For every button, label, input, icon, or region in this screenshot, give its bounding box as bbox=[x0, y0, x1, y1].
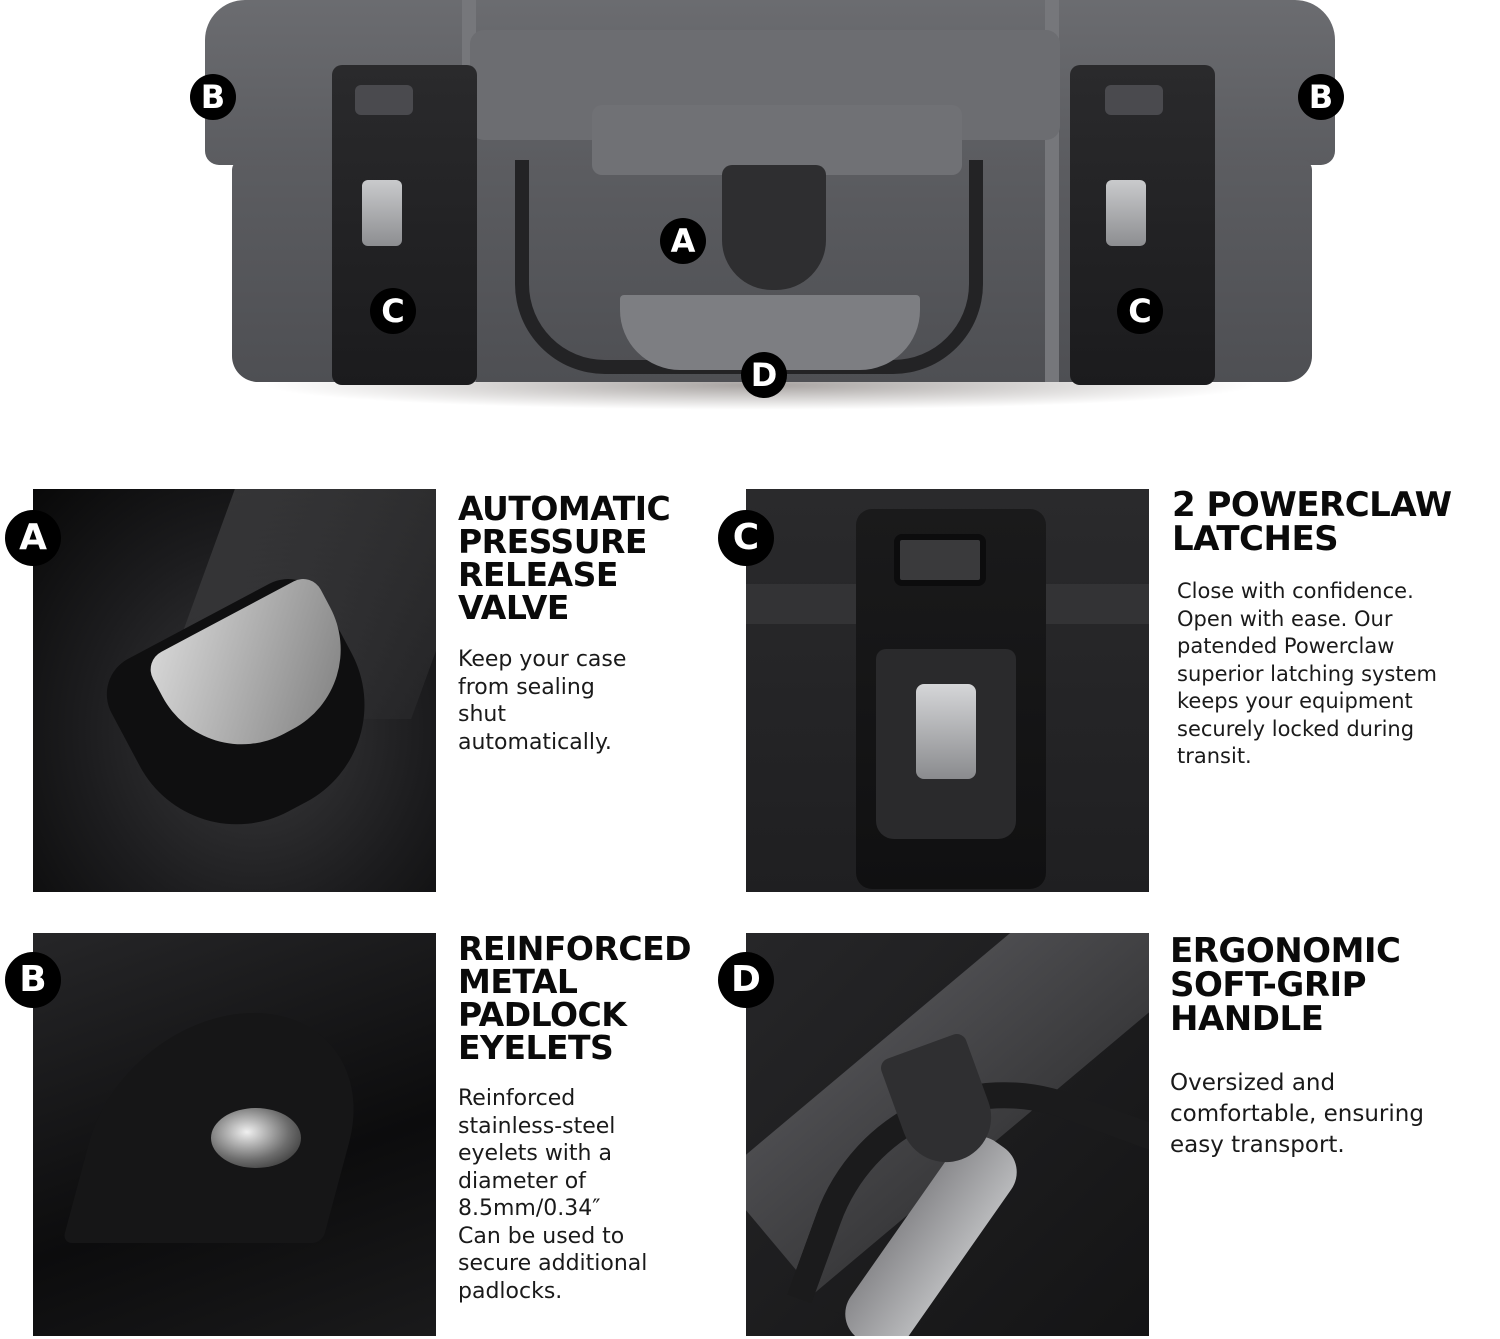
case-hero-image: B B A C C D bbox=[0, 0, 1500, 440]
feature-title-a: AUTOMATIC PRESSURE RELEASE VALVE bbox=[458, 489, 671, 627]
latch-button-left bbox=[362, 180, 402, 246]
feature-photo-d bbox=[746, 933, 1149, 1336]
feature-description-a: Keep your case from sealing shut automat… bbox=[458, 647, 627, 755]
latch-button-right bbox=[1106, 180, 1146, 246]
feature-badge-b: B bbox=[5, 952, 61, 1008]
feature-badge-d: D bbox=[718, 952, 774, 1008]
feature-photo-c bbox=[746, 489, 1149, 892]
feature-description-d: Oversized and comfortable, ensuring easy… bbox=[1170, 1070, 1424, 1158]
feature-description-c: Close with confidence. Open with ease. O… bbox=[1177, 579, 1437, 768]
latch-release-button bbox=[916, 684, 976, 779]
callout-badge-d: D bbox=[741, 352, 787, 398]
callout-badge-b-right: B bbox=[1298, 74, 1344, 120]
feature-photo-b bbox=[33, 933, 436, 1336]
feature-title-c: 2 POWERCLAW LATCHES bbox=[1172, 485, 1452, 559]
latch-grip-left bbox=[355, 85, 413, 115]
feature-badge-c: C bbox=[718, 510, 774, 566]
feature-title-d: ERGONOMIC SOFT-GRIP HANDLE bbox=[1170, 931, 1401, 1039]
callout-badge-a: A bbox=[660, 218, 706, 264]
feature-photo-a bbox=[33, 489, 436, 892]
pressure-valve bbox=[722, 165, 826, 290]
feature-description-b: Reinforced stainless-steel eyelets with … bbox=[458, 1086, 648, 1304]
callout-badge-c-right: C bbox=[1117, 288, 1163, 334]
latch-handle-slot bbox=[894, 534, 986, 586]
callout-badge-c-left: C bbox=[370, 288, 416, 334]
callout-badge-b-left: B bbox=[190, 74, 236, 120]
feature-badge-a: A bbox=[5, 510, 61, 566]
latch-grip-right bbox=[1105, 85, 1163, 115]
metal-eyelet bbox=[211, 1108, 301, 1168]
latch-left bbox=[332, 65, 477, 385]
feature-title-b: REINFORCED METAL PADLOCK EYELETS bbox=[458, 929, 692, 1067]
